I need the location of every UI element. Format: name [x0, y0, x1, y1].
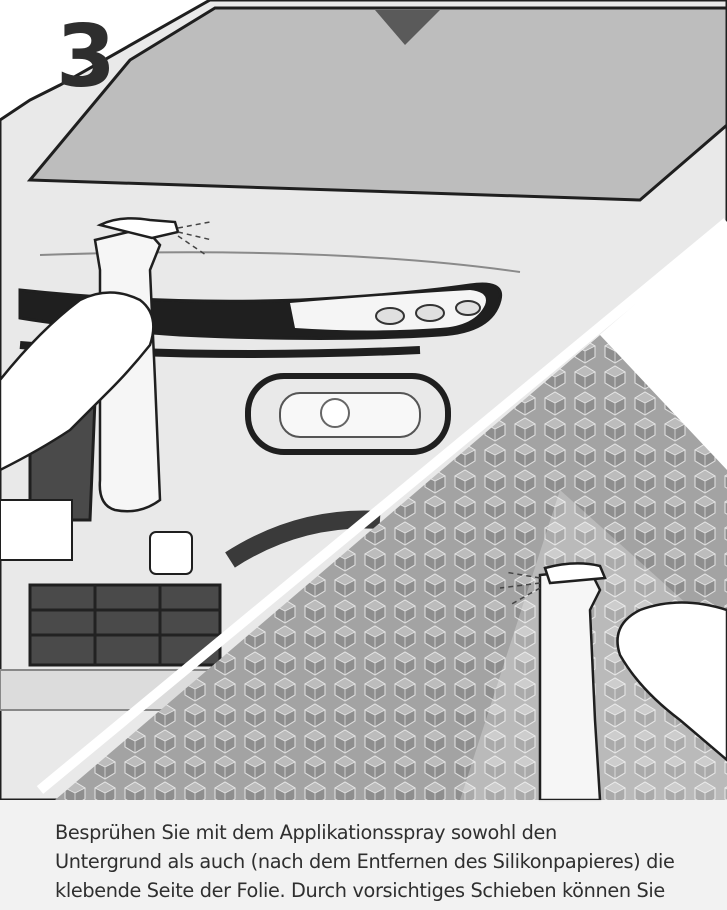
caption-line: Besprühen Sie mit dem Applikationsspray … [55, 821, 557, 844]
caption-line: Untergrund als auch (nach dem Entfernen … [55, 850, 675, 873]
instruction-caption: Besprühen Sie mit dem Applikationsspray … [0, 800, 727, 910]
caption-line: klebende Seite der Folie. Durch vorsicht… [55, 879, 665, 902]
step-number: 3 [56, 14, 116, 100]
